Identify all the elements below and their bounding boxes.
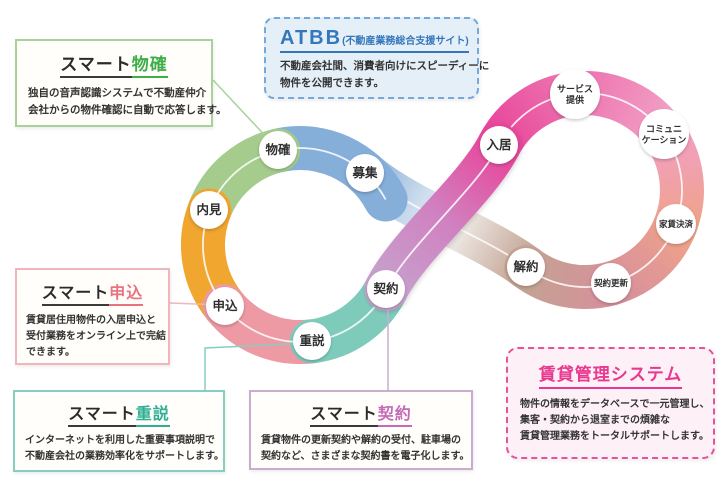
connector-jusetsu [204, 342, 311, 390]
node-boshu [346, 154, 384, 192]
smart-keiyaku-title: スマート契約 [251, 400, 471, 427]
smart-jusetsu-title-accent: 重説 [135, 400, 170, 427]
connector-bukkaku [212, 79, 273, 144]
body-line: 物件の情報をデータベースで一元管理し、 [520, 399, 710, 410]
node-label-boshu: 募集 [351, 165, 378, 180]
node-naiken [190, 191, 228, 229]
body-line: インターネットを利用した重要事項説明で [25, 435, 215, 446]
smart-moshikomi-title-accent: 申込 [109, 279, 144, 306]
smart-keiyaku-title-accent: 契約 [377, 400, 412, 427]
node-jusetsu [293, 322, 331, 360]
atbb-title-sub: (不動産業務総合支援サイト) [342, 36, 469, 47]
node-communication [639, 109, 689, 159]
node-label-naiken: 内見 [196, 202, 222, 217]
smart-jusetsu-title-prefix: スマート [68, 400, 136, 427]
smart-bukkaku-body: 独自の音声認識システムで不動産仲介 会社からの物件確認に自動で応答します。 [28, 85, 227, 119]
atbb-body: 不動産会社間、消費者向けにスピーディーに 物件を公開できます。 [280, 58, 490, 92]
smart-moshikomi-title: スマート申込 [17, 279, 168, 306]
band-over-centerline [385, 144, 500, 290]
smart-moshikomi-title-prefix: スマート [41, 279, 110, 306]
atbb-title-main: ATBB [280, 27, 343, 49]
node-label-jusetsu: 重説 [299, 333, 325, 348]
node-label-service-2: 提供 [566, 94, 584, 105]
body-line: できます。 [26, 347, 75, 358]
node-label-kaiyaku: 解約 [513, 259, 538, 274]
node-nyukyo [480, 126, 518, 164]
smart-bukkaku-title-accent: 物確 [131, 50, 168, 78]
body-line: 独自の音声認識システムで不動産仲介 [28, 87, 207, 99]
body-line: 不動産会社の業務効率化をサポートします。 [25, 451, 224, 462]
node-bukkaku [259, 131, 297, 169]
chintai-kanri-box: 賃貸管理システム 物件の情報をデータベースで一元管理し、 集客・契約から退室まで… [506, 347, 715, 459]
node-label-comm-2: ケーション [642, 135, 687, 145]
body-line: 会社からの物件確認に自動で応答します。 [28, 103, 227, 116]
chintai-kanri-title: 賃貸管理システム [508, 360, 713, 389]
smart-keiyaku-body: 賃貸物件の更新契約や解約の受付、駐車場の 契約など、さまざまな契約書を電子化しま… [261, 433, 471, 465]
node-keiyaku [367, 270, 405, 308]
body-line: 契約など、さまざまな契約書を電子化します。 [261, 451, 470, 462]
node-label-bukkaku: 物確 [265, 142, 291, 157]
atbb-title: ATBB(不動産業務総合支援サイト) [280, 27, 477, 53]
body-line: 不動産会社間、消費者向けにスピーディーに [280, 60, 490, 72]
body-line: 集客・契約から退室までの煩雑な [520, 415, 670, 426]
body-line: 賃貸物件の更新契約や解約の受付、駐車場の [261, 435, 461, 446]
node-label-service-1: サービス [557, 83, 593, 94]
smart-bukkaku-title: スマート物確 [17, 50, 211, 78]
smart-bukkaku-title-prefix: スマート [60, 50, 132, 78]
smart-bukkaku-box: スマート物確 独自の音声認識システムで不動産仲介 会社からの物件確認に自動で応答… [15, 39, 227, 127]
smart-moshikomi-body: 賃貸居住用物件の入居申込と 受付業務をオンライン上で完結 できます。 [26, 313, 168, 361]
smart-keiyaku-box: スマート契約 賃貸物件の更新契約や解約の受付、駐車場の 契約など、さまざまな契約… [249, 390, 473, 470]
body-line: 賃貸居住用物件の入居申込と [26, 315, 156, 326]
smart-jusetsu-box: スマート重説 インターネットを利用した重要事項説明で 不動産会社の業務効率化をサ… [13, 390, 225, 472]
node-label-nyukyo: 入居 [486, 138, 511, 152]
body-line: 受付業務をオンライン上で完結 [26, 331, 166, 342]
node-label-moshikomi: 申込 [212, 298, 238, 313]
smart-jusetsu-body: インターネットを利用した重要事項説明で 不動産会社の業務効率化をサポートします。 [25, 433, 224, 465]
node-label-koshin: 契約更新 [593, 278, 629, 288]
node-moshikomi [206, 287, 244, 325]
node-label-keiyaku: 契約 [372, 281, 398, 296]
body-line: 物件を公開できます。 [280, 76, 384, 89]
node-service [550, 69, 600, 119]
node-keiyaku-koshin [591, 263, 631, 303]
smart-jusetsu-title: スマート重説 [15, 400, 223, 427]
body-line: 賃貸管理業務をトータルサポートします。 [520, 431, 709, 442]
node-kaiyaku [507, 248, 545, 286]
atbb-box: ATBB(不動産業務総合支援サイト) 不動産会社間、消費者向けにスピーディーに … [264, 17, 490, 99]
node-yachin-kessai [656, 204, 696, 244]
node-label-yachin: 家賃決済 [659, 219, 694, 229]
smart-keiyaku-title-prefix: スマート [310, 400, 378, 427]
node-label-comm-1: コミュニ [646, 124, 682, 134]
smart-moshikomi-box: スマート申込 賃貸居住用物件の入居申込と 受付業務をオンライン上で完結 できます… [15, 268, 170, 365]
chintai-kanri-body: 物件の情報をデータベースで一元管理し、 集客・契約から退室までの煩雑な 賃貸管理… [520, 397, 713, 445]
